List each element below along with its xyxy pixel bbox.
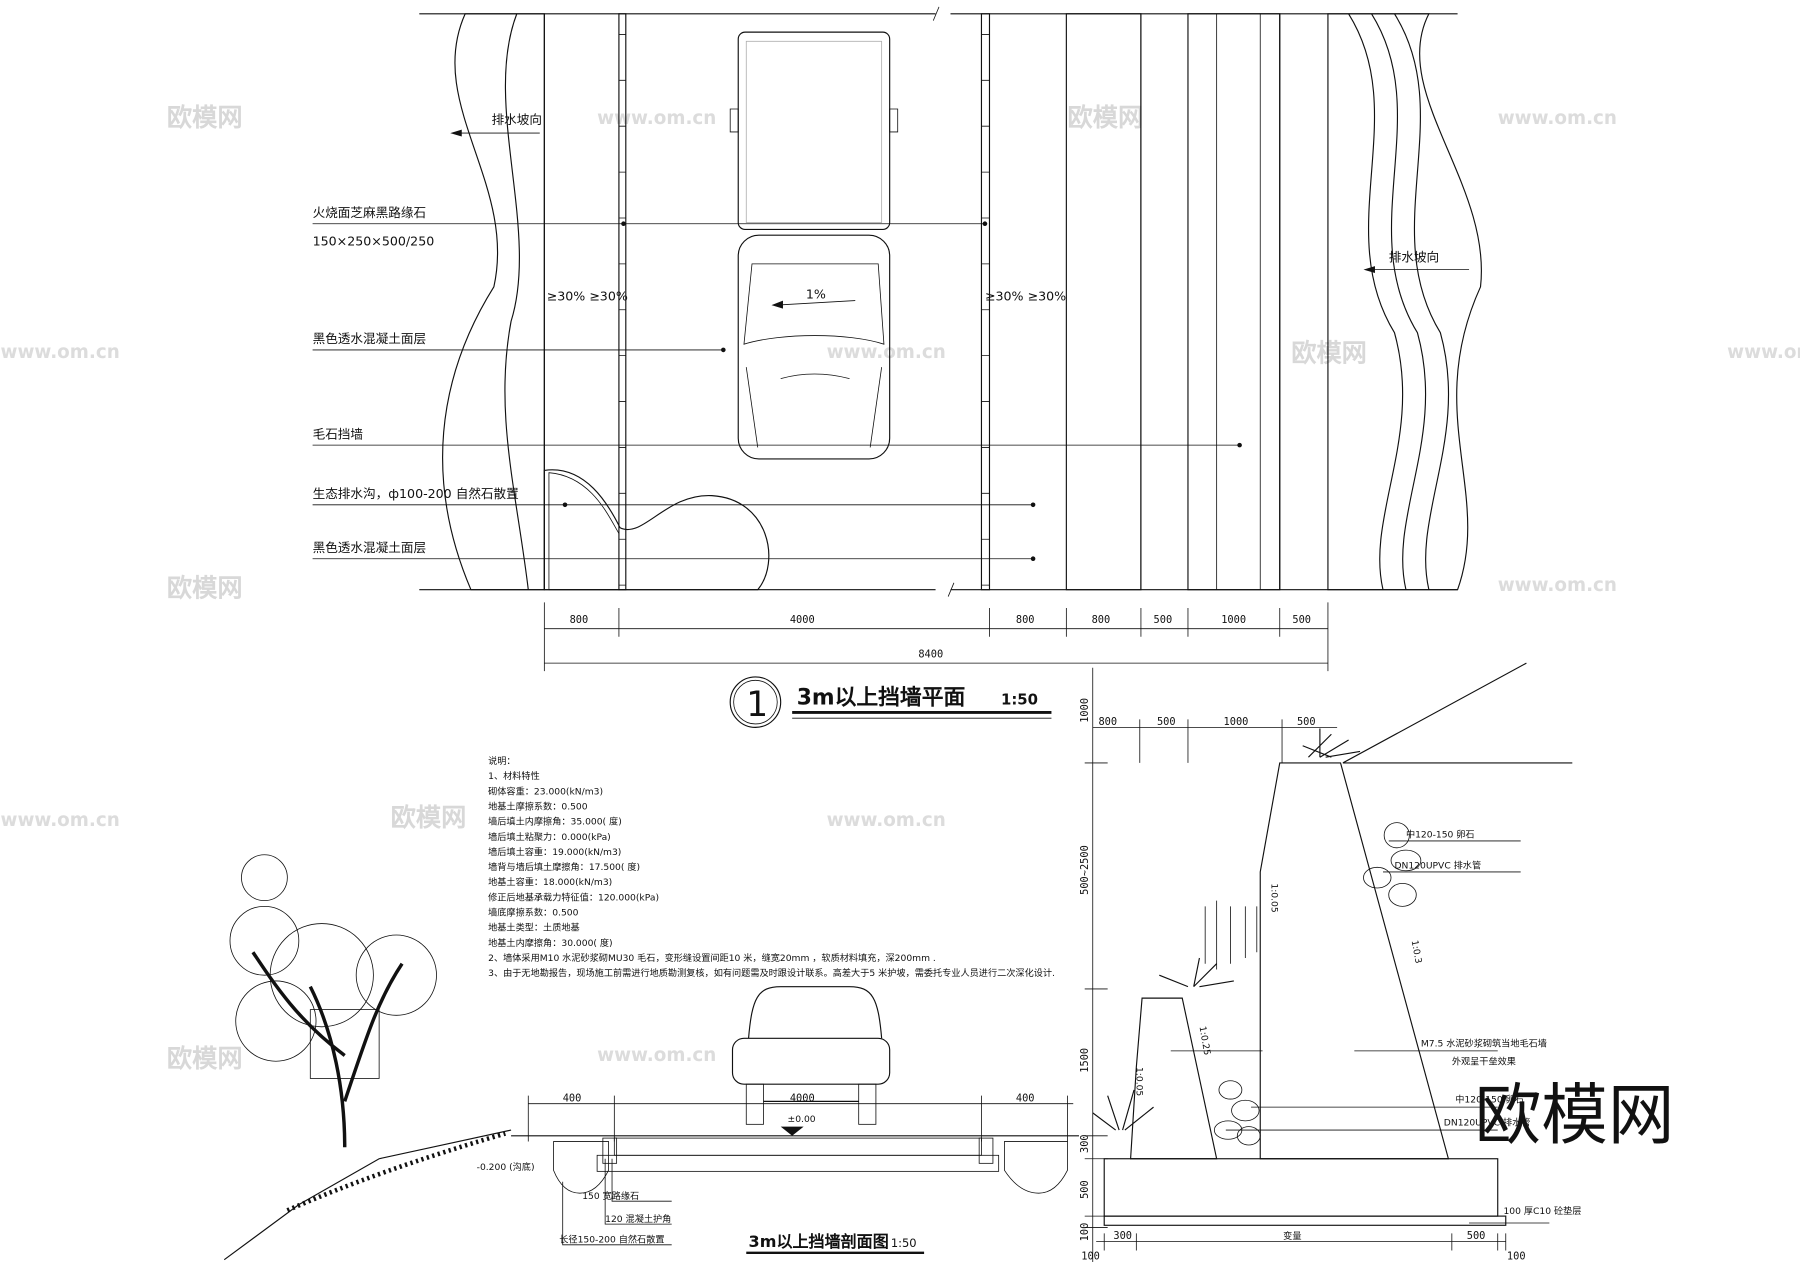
dimension-label: 100 — [1507, 1251, 1526, 1262]
tree-illustration — [223, 854, 512, 1261]
plan-scale: 1:50 — [1001, 690, 1038, 708]
dimension-label: 800 — [570, 614, 589, 626]
dimension-label: 4000 — [790, 614, 815, 626]
note-line: 砌体容重：23.000(kN/m3) — [488, 785, 603, 797]
dimension-label: 变量 — [1283, 1230, 1301, 1242]
road-section: 400 4000 400 ±0.00 -0.200 (沟底) 150 宽路缘石 … — [223, 854, 1079, 1261]
note-line: 1、材料特性 — [488, 770, 540, 782]
note-line: 墙背与墙后填土摩擦角：17.500( 度) — [488, 861, 640, 873]
note-line: 墙底摩擦系数：0.500 — [488, 907, 578, 919]
drawing-number: 1 — [746, 685, 768, 725]
dimension-label: 800 — [1098, 716, 1117, 728]
label-curbstone: 火烧面芝麻黑路缘石 — [313, 205, 427, 220]
watermark-url: www.om.cn — [827, 810, 946, 831]
dimension-label: 400 — [1016, 1092, 1035, 1104]
retaining-wall-section: 800 500 1000 500 1000 500~2500 1500 300 … — [1079, 662, 1581, 1262]
car-rear — [731, 986, 891, 1125]
watermarks: 欧模网 欧模网 欧模网 欧模网 欧模网 欧模网 www.om.cn www.om… — [1, 103, 1800, 1073]
note-line: 墙后填土容重：19.000(kN/m3) — [488, 846, 621, 858]
section-title: 3m以上挡墙剖面图 — [749, 1232, 889, 1251]
dimension-label: 100 — [1081, 1251, 1100, 1262]
watermark-logo: 欧模网 — [1068, 103, 1144, 132]
dimension-label: 500~2500 — [1079, 845, 1091, 895]
dimension-label: M7.5 水泥砂浆砌筑当地毛石墙 — [1421, 1037, 1547, 1049]
dimension-label: 100 厚C10 砼垫层 — [1503, 1205, 1581, 1217]
note-line: 地基土类型：土质地基 — [488, 922, 580, 934]
car-plan — [729, 31, 899, 460]
watermark-logo: 欧模网 — [1291, 338, 1367, 367]
dimension-label: 1:0.3 — [1409, 939, 1424, 964]
dimension-label: 中120-150 卵石 — [1406, 829, 1475, 841]
slope-left: ≥30% ≥30% — [547, 289, 628, 304]
watermark-logo: 欧模网 — [391, 803, 467, 832]
dimension-label: 500 — [1157, 716, 1176, 728]
section-scale: 1:50 — [891, 1236, 917, 1250]
label-rubble-wall: 毛石挡墙 — [313, 426, 364, 441]
plan-dimensions: 800 4000 800 800 500 1000 500 8400 — [543, 602, 1329, 672]
watermark-url: www.om.cn — [827, 342, 946, 363]
dimension-label: 120 混凝土护角 — [605, 1213, 671, 1225]
dimension-label: 500 — [1292, 614, 1311, 626]
dimension-label: 中120-150 卵石 — [1455, 1094, 1524, 1106]
note-line: 修正后地基承载力特征值：120.000(kPa) — [488, 891, 659, 903]
elevation-mark: ±0.00 — [788, 1114, 816, 1125]
note-line: 地基土内摩擦角：30.000( 度) — [488, 937, 613, 949]
dimension-label: DN120UPVC 排水管 — [1394, 859, 1481, 871]
dimension-label: 500 — [1467, 1230, 1486, 1242]
watermark-logo: 欧模网 — [167, 103, 243, 132]
dimension-label: 300 — [1113, 1230, 1132, 1242]
dimension-label: 4000 — [790, 1092, 815, 1104]
dimension-label: 1000 — [1221, 614, 1246, 626]
dimension-label: 8400 — [918, 648, 943, 660]
watermark-logo: 欧模网 — [167, 574, 243, 603]
dimension-label: 400 — [563, 1092, 582, 1104]
label-pervious-concrete: 黑色透水混凝土面层 — [313, 331, 427, 346]
drain-direction-left: 排水坡向 — [492, 112, 542, 127]
watermark-url: www.om.cn — [1498, 108, 1617, 129]
label-pervious-concrete-2: 黑色透水混凝土面层 — [313, 540, 427, 555]
watermark-url: www.om.cn — [1, 810, 120, 831]
note-line: 地基土容重：18.000(kN/m3) — [488, 876, 612, 888]
watermark-url: www.om.cn — [1, 342, 120, 363]
plan-view: 火烧面芝麻黑路缘石 150×250×500/250 黑色透水混凝土面层 毛石挡墙… — [312, 6, 1482, 728]
dimension-label: 500 — [1079, 1180, 1091, 1199]
drain-direction-right: 排水坡向 — [1389, 250, 1439, 265]
dimension-label: DN120UPVC 排水管 — [1444, 1116, 1531, 1128]
dimension-label: 150 宽路缘石 — [582, 1190, 639, 1202]
note-line: 3、由于无地勘报告，现场施工前需进行地质勘测复核，如有问题需及时跟设计联系。高差… — [488, 967, 1055, 979]
dimension-label: 1000 — [1079, 698, 1091, 723]
ditch-elevation: -0.200 (沟底) — [477, 1161, 535, 1173]
dimension-label: 1:0.05 — [1133, 1067, 1144, 1096]
watermark-url: www.om.cn — [597, 108, 716, 129]
dimension-label: 800 — [1016, 614, 1035, 626]
note-line: 墙后填土内摩擦角：35.000( 度) — [488, 816, 622, 828]
note-line: 2、墙体采用M10 水泥砂浆砌MU30 毛石，变形缝设置间距10 米，缝宽20m… — [488, 952, 936, 964]
watermark-url: www.om.cn — [1727, 342, 1800, 363]
dimension-label: 外观呈干垒效果 — [1452, 1056, 1516, 1068]
watermark-url: www.om.cn — [597, 1045, 716, 1066]
dimension-label: 1500 — [1079, 1048, 1091, 1073]
dimension-label: 1:0.25 — [1196, 1025, 1212, 1056]
dimension-label: 1:0.05 — [1269, 883, 1280, 912]
plan-title: 3m以上挡墙平面 — [797, 685, 966, 710]
dimension-label: 500 — [1154, 614, 1173, 626]
dimension-label: 300 — [1079, 1134, 1091, 1153]
watermark-logo-large: 欧模网 — [1475, 1076, 1675, 1154]
note-line: 地基土摩擦系数：0.500 — [488, 801, 588, 813]
note-line: 说明： — [488, 755, 515, 767]
slope-center: 1% — [806, 286, 826, 301]
watermark-logo: 欧模网 — [167, 1044, 243, 1073]
dimension-label: 500 — [1297, 716, 1316, 728]
dimension-label: 1000 — [1224, 716, 1249, 728]
dimension-label: 长径150-200 自然石散置 — [559, 1233, 664, 1245]
label-curb-size: 150×250×500/250 — [313, 234, 435, 249]
dimension-label: 800 — [1092, 614, 1111, 626]
watermark-url: www.om.cn — [1498, 575, 1617, 596]
label-eco-ditch: 生态排水沟，ф100-200 自然石散置 — [313, 486, 519, 501]
note-line: 墙后填土粘聚力：0.000(kPa) — [488, 831, 611, 843]
slope-right: ≥30% ≥30% — [985, 289, 1066, 304]
dimension-label: 100 — [1079, 1223, 1091, 1242]
